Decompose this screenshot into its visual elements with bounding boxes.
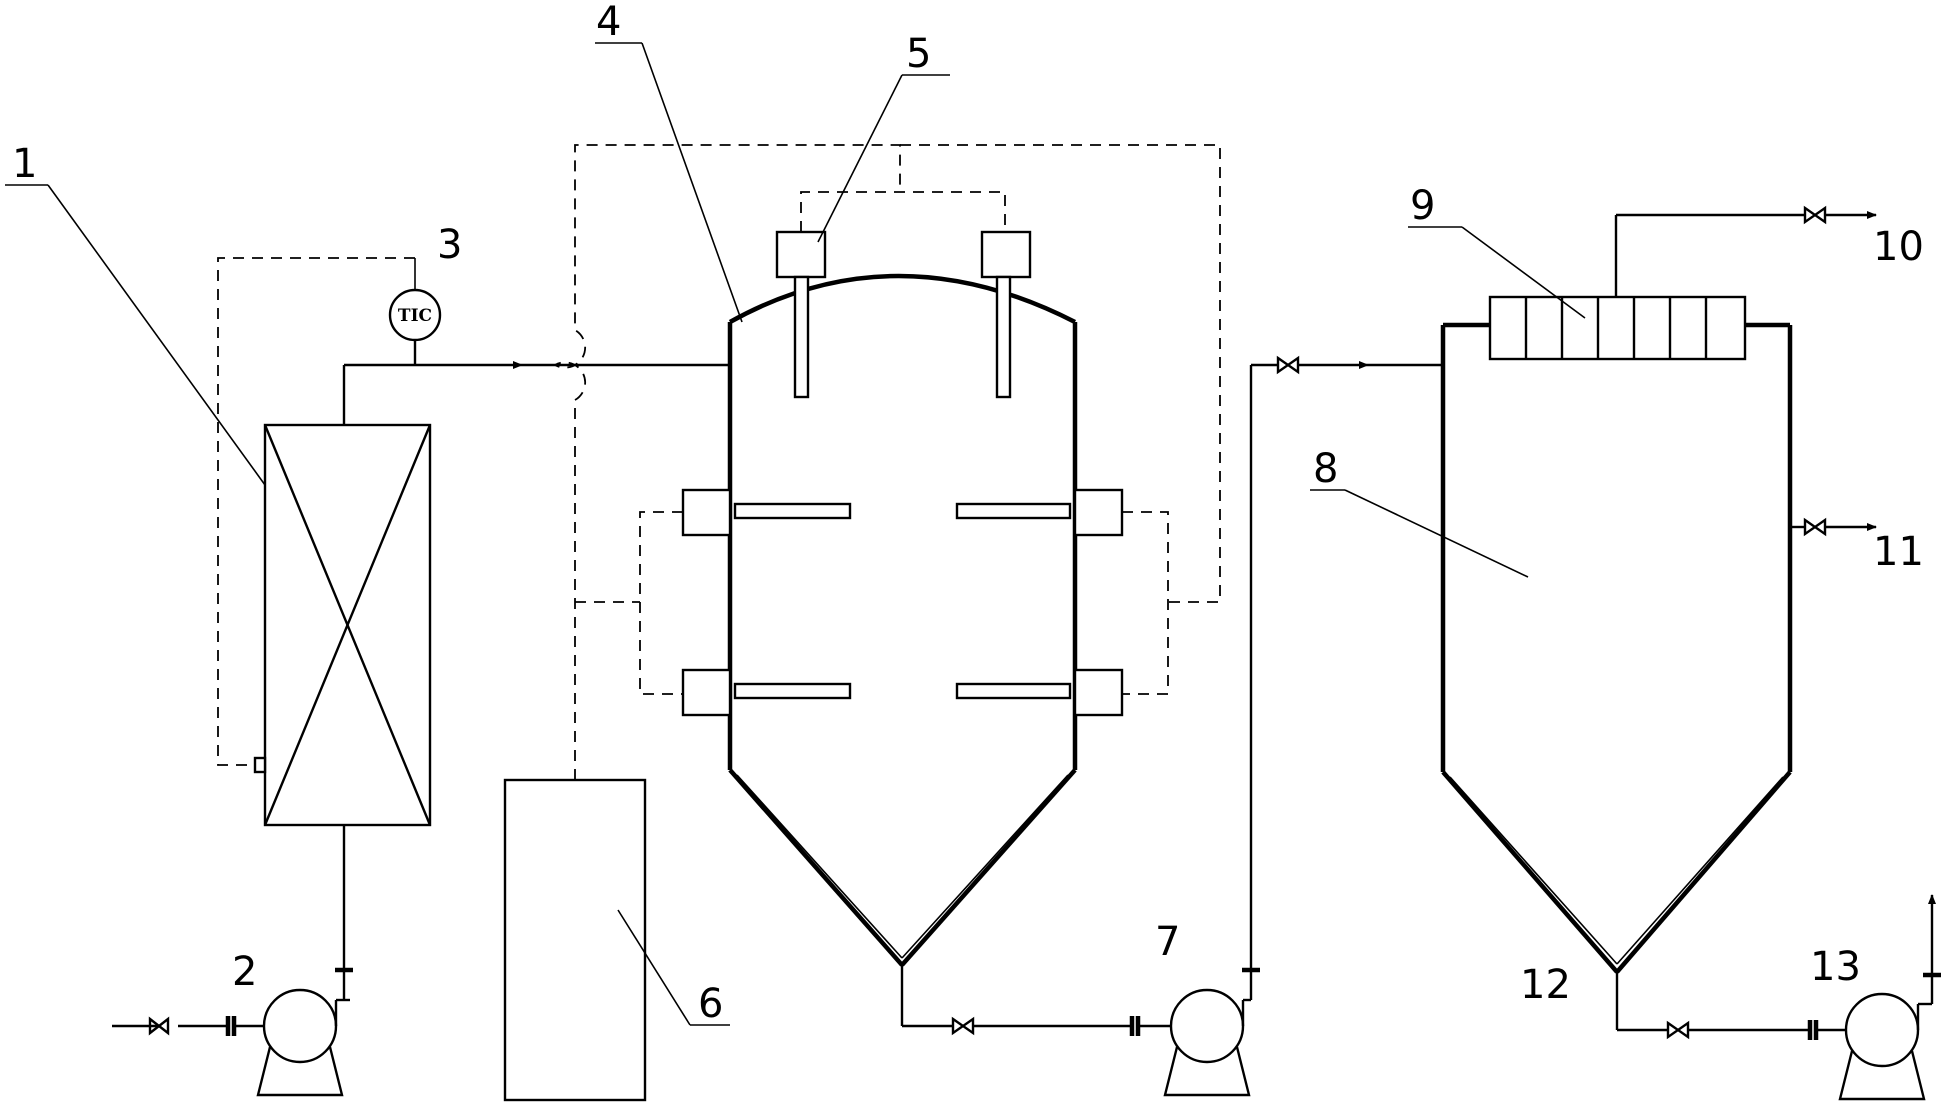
label-heat-exchanger: 1: [12, 141, 37, 187]
side-electrode-right-upper: [955, 488, 1124, 537]
transfer-pump: [1163, 365, 1260, 1097]
label-outlet-top: 10: [1873, 224, 1924, 270]
leader-1-diag: [47, 184, 266, 486]
reactor-feed-line: [342, 340, 730, 425]
outlet-side-line: [1790, 517, 1877, 537]
power-supply-signal-right: [900, 144, 1221, 603]
label-power-supply: 6: [698, 981, 723, 1027]
top-electrode-right: [980, 230, 1032, 399]
left-electrode-signal: [639, 511, 683, 695]
label-outlet-side: 11: [1873, 529, 1924, 575]
top-electrode-left: [775, 230, 827, 399]
label-temperature-controller: 3: [437, 222, 462, 268]
leader-6: [617, 909, 691, 1026]
tank-feed-line: [1251, 355, 1443, 375]
discharge-pump: [1838, 894, 1941, 1101]
side-electrode-left-lower: [681, 668, 852, 717]
tic-text: TIC: [398, 306, 432, 326]
label-tank-bottom: 12: [1520, 962, 1571, 1008]
power-supply-signal: [553, 144, 901, 780]
temperature-controller: TIC: [388, 258, 442, 342]
side-electrode-left-upper: [681, 488, 852, 537]
top-electrode-signal: [800, 191, 1006, 232]
feed-pump: [256, 988, 350, 1097]
side-electrode-right-lower: [955, 668, 1124, 717]
label-feed-pump: 2: [232, 949, 257, 995]
label-membrane-module: 9: [1410, 183, 1435, 229]
power-supply: [503, 778, 647, 1102]
reactor: [727, 273, 1078, 967]
tank-discharge-line: [1615, 972, 1876, 1040]
leader-4-diag: [641, 42, 743, 323]
label-reactor: 4: [596, 0, 621, 45]
right-electrode-signal: [1122, 511, 1169, 695]
settling-tank: [1440, 322, 1793, 974]
feed-valve: [148, 1016, 170, 1036]
label-settling-tank: 8: [1313, 446, 1338, 492]
membrane-module: [1488, 295, 1747, 361]
label-top-electrode: 5: [906, 31, 931, 77]
heat-exchanger: [253, 423, 432, 827]
label-discharge-pump: 13: [1810, 944, 1861, 990]
leader-5-diag: [817, 74, 903, 243]
leader-8-diag: [1344, 489, 1529, 578]
tic-signal-line: [217, 257, 415, 766]
leader-9-diag: [1461, 226, 1586, 319]
reactor-outlet-line: [900, 965, 1201, 1036]
label-transfer-pump: 7: [1155, 919, 1180, 965]
outlet-top-line: [1614, 205, 1877, 297]
